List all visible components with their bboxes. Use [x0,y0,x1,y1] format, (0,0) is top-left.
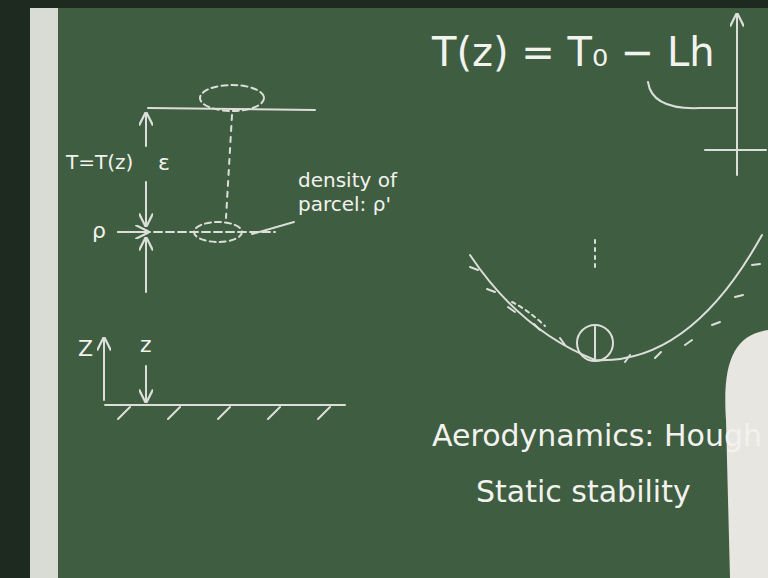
chalk-label: Aerodynamics: Hough [432,418,762,454]
chalk-label: z [140,332,152,358]
chalk-label: T=T(z) [66,150,133,174]
board-top [0,0,768,8]
level-arrow [118,231,148,233]
vertical-line [594,240,596,268]
board-edge [30,0,58,578]
parcel-path [226,115,232,218]
leader-line [252,222,294,234]
dimension-arrow [145,113,147,146]
chalk-label: Static stability [476,474,691,510]
displaced-parcel [200,85,264,111]
ground-hatch [118,407,330,419]
lecturer [725,330,768,578]
bowl-hatch [470,264,760,362]
dimension-arrow [145,366,147,402]
chalk-label: ρ [92,218,106,244]
axis-arrow [103,338,105,400]
chalk-label: Z [78,336,93,362]
chalk-label: density of parcel: ρ' [298,168,416,216]
upper-level-line [148,108,315,110]
ground-line [105,404,345,406]
temperature-curve [648,82,737,108]
dimension-arrow [145,182,147,226]
displaced-ball-path [512,302,545,326]
bowl-curve [470,235,762,360]
dimension-arrow [145,238,147,292]
chalk-label: T(z) = T₀ − Lh [432,28,715,76]
chalk-label: ε [158,150,170,176]
ball-mark [594,327,596,359]
axis [705,149,766,151]
ball [577,325,613,361]
reference-level-line [118,231,275,233]
board-frame [0,0,30,578]
